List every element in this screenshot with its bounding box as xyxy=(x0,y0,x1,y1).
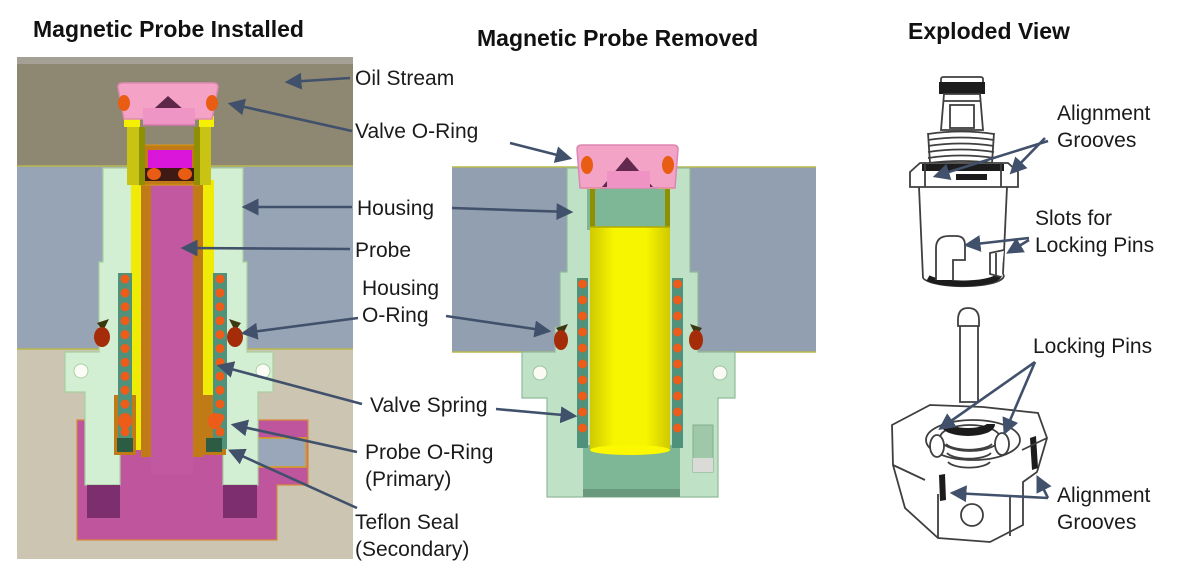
installed-cross-section xyxy=(17,57,353,559)
removed-interior xyxy=(583,188,680,497)
label-teflon-seal-line2: (Secondary) xyxy=(355,537,470,561)
label-slots-for-locking-pins: Slots for Locking Pins xyxy=(1035,206,1154,259)
label-alignment-grooves-bottom-line2: Grooves xyxy=(1057,510,1137,534)
label-probe-oring: Probe O-Ring (Primary) xyxy=(365,440,493,493)
exploded-housing-part xyxy=(891,307,1048,543)
valve-oring-right xyxy=(662,156,674,174)
label-teflon-seal: Teflon Seal (Secondary) xyxy=(355,510,469,563)
exploded-probe-part xyxy=(909,76,1019,288)
label-oil-stream: Oil Stream xyxy=(355,67,455,90)
label-valve-spring: Valve Spring xyxy=(370,394,488,417)
exploded-view-sketch xyxy=(891,76,1048,543)
probe-body xyxy=(151,185,193,475)
label-probe-oring-line1: Probe O-Ring xyxy=(365,441,494,464)
alignment-groove-left xyxy=(939,474,946,501)
label-probe: Probe xyxy=(355,239,412,262)
label-teflon-seal-line1: Teflon Seal xyxy=(355,511,459,534)
valve-oring-left xyxy=(581,156,593,174)
installed-housing-orings xyxy=(94,319,243,347)
title-removed: Magnetic Probe Removed xyxy=(477,25,759,51)
installed-valve-cap xyxy=(117,82,219,185)
valve-oring-left xyxy=(118,95,130,111)
locking-pin-right xyxy=(994,432,1010,456)
label-alignment-grooves-top: Alignment Grooves xyxy=(1057,101,1150,154)
removed-valve-springs xyxy=(577,278,683,448)
installed-probe-orings xyxy=(118,413,222,429)
label-valve-oring: Valve O-Ring xyxy=(355,120,479,143)
label-slots-line1: Slots for xyxy=(1035,207,1113,230)
label-housing-oring: Housing O-Ring xyxy=(362,276,439,329)
removed-cross-section xyxy=(452,144,816,498)
label-locking-pins: Locking Pins xyxy=(1033,335,1153,358)
label-housing-oring-line1: Housing xyxy=(362,277,440,300)
title-exploded: Exploded View xyxy=(908,18,1070,44)
label-alignment-grooves-top-line2: Grooves xyxy=(1057,128,1137,152)
label-alignment-grooves-bottom: Alignment Grooves xyxy=(1057,483,1150,536)
valve-oring-right xyxy=(206,95,218,111)
label-alignment-grooves-top-line1: Alignment xyxy=(1057,102,1151,125)
removed-valve-cap xyxy=(576,144,679,189)
label-housing: Housing xyxy=(357,197,435,220)
installed-teflon-seals xyxy=(117,438,222,452)
label-alignment-grooves-bottom-line1: Alignment xyxy=(1057,484,1151,507)
label-slots-line2: Locking Pins xyxy=(1035,233,1155,257)
label-probe-oring-line2: (Primary) xyxy=(365,467,452,491)
locking-pin-left xyxy=(929,434,945,458)
label-housing-oring-line2: O-Ring xyxy=(362,303,429,327)
valve-cylinder xyxy=(590,227,670,450)
title-installed: Magnetic Probe Installed xyxy=(33,16,304,42)
removed-housing-orings xyxy=(554,324,703,350)
